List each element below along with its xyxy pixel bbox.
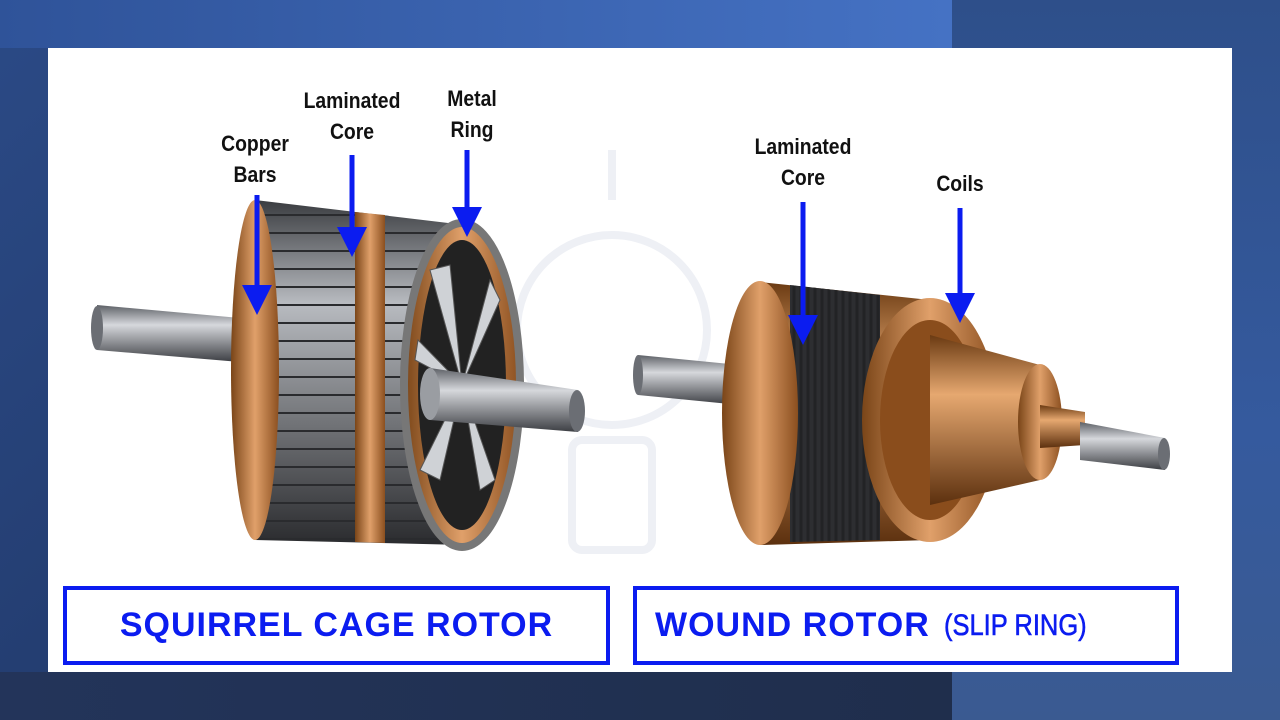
lightbulb-watermark bbox=[513, 150, 711, 554]
label-arrows bbox=[242, 150, 975, 345]
wound-rotor bbox=[633, 281, 1170, 545]
label-copper-bars: Copper Bars bbox=[211, 128, 299, 190]
label-line: Core bbox=[329, 119, 375, 144]
label-line: Copper bbox=[221, 131, 289, 156]
background-band-top bbox=[0, 0, 952, 48]
label-laminated-core-left: Laminated Core bbox=[295, 85, 409, 147]
caption-squirrel-cage: SQUIRREL CAGE ROTOR bbox=[63, 586, 610, 665]
label-metal-ring: Metal Ring bbox=[437, 83, 507, 145]
label-line: Bars bbox=[233, 162, 277, 187]
label-line: Ring bbox=[450, 117, 494, 142]
label-laminated-core-right: Laminated Core bbox=[746, 131, 860, 193]
background-band-bottom bbox=[0, 672, 952, 720]
label-line: Laminated bbox=[303, 88, 401, 113]
label-coils: Coils bbox=[925, 168, 995, 199]
squirrel-cage-rotor bbox=[91, 200, 585, 551]
caption-wound-rotor: WOUND ROTOR (SLIP RING) bbox=[633, 586, 1179, 665]
label-line: Core bbox=[780, 165, 826, 190]
label-line: Metal bbox=[447, 86, 497, 111]
caption-text: WOUND ROTOR bbox=[655, 606, 930, 644]
caption-subtext: (SLIP RING) bbox=[943, 608, 1087, 642]
label-line: Coils bbox=[936, 171, 984, 196]
label-line: Laminated bbox=[754, 134, 852, 159]
caption-text: SQUIRREL CAGE ROTOR bbox=[119, 606, 554, 644]
